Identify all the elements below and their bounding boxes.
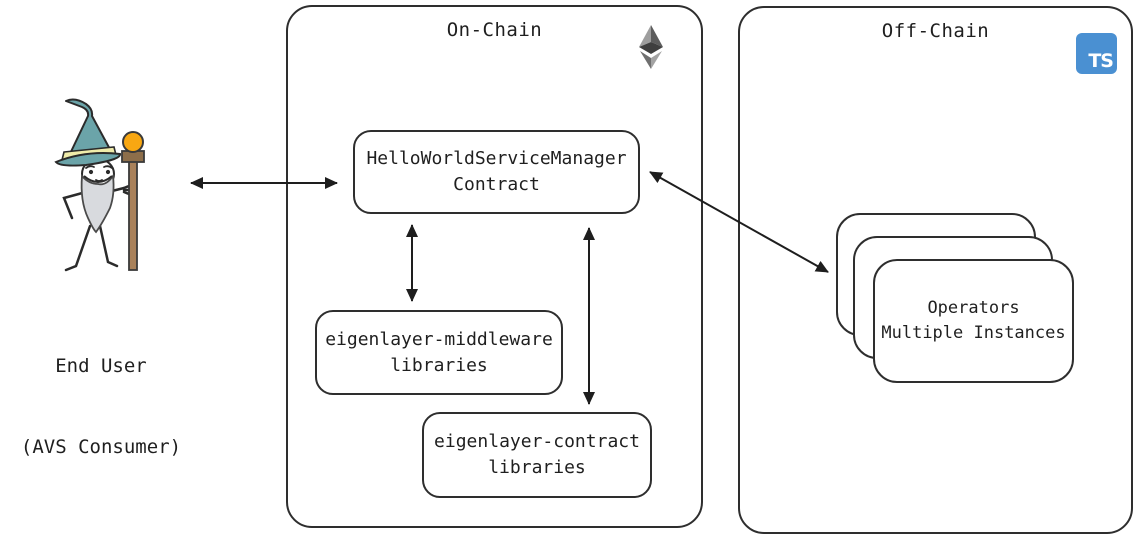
wizard-legs (64, 224, 119, 272)
end-user-line2: (AVS Consumer) (20, 436, 182, 458)
operators-line2: Multiple Instances (881, 323, 1066, 343)
middleware-line1: eigenlayer-middleware (325, 328, 553, 350)
end-user-line1: End User (55, 355, 147, 377)
staff-orb (122, 131, 144, 153)
on-chain-title: On-Chain (446, 19, 543, 41)
middleware-libraries-node: eigenlayer-middleware libraries (315, 310, 563, 395)
typescript-icon: TS (1076, 33, 1117, 74)
contracts-line2: libraries (488, 457, 586, 478)
service-manager-line1: HelloWorldServiceManager (366, 148, 627, 169)
wizard-staff (121, 131, 145, 271)
wizard-left-arm (62, 190, 88, 220)
typescript-icon-label: TS (1088, 50, 1114, 72)
service-manager-line2: Contract (453, 174, 540, 195)
hat-brim (54, 152, 121, 167)
operator-card-front: Operators Multiple Instances (873, 259, 1074, 383)
wizard-moustache (83, 175, 113, 183)
end-user-label: End User (AVS Consumer) (2, 299, 200, 515)
operators-line1: Operators (927, 298, 1020, 318)
off-chain-title: Off-Chain (881, 20, 990, 42)
ethereum-icon (639, 25, 663, 69)
contract-libraries-node: eigenlayer-contract libraries (422, 412, 652, 498)
wizard-hat (54, 98, 121, 167)
contracts-line1: eigenlayer-contract (434, 431, 640, 452)
service-manager-node: HelloWorldServiceManager Contract (353, 130, 640, 214)
wizard-illustration (54, 98, 145, 272)
middleware-line2: libraries (390, 354, 488, 376)
wizard-beard (80, 173, 115, 234)
